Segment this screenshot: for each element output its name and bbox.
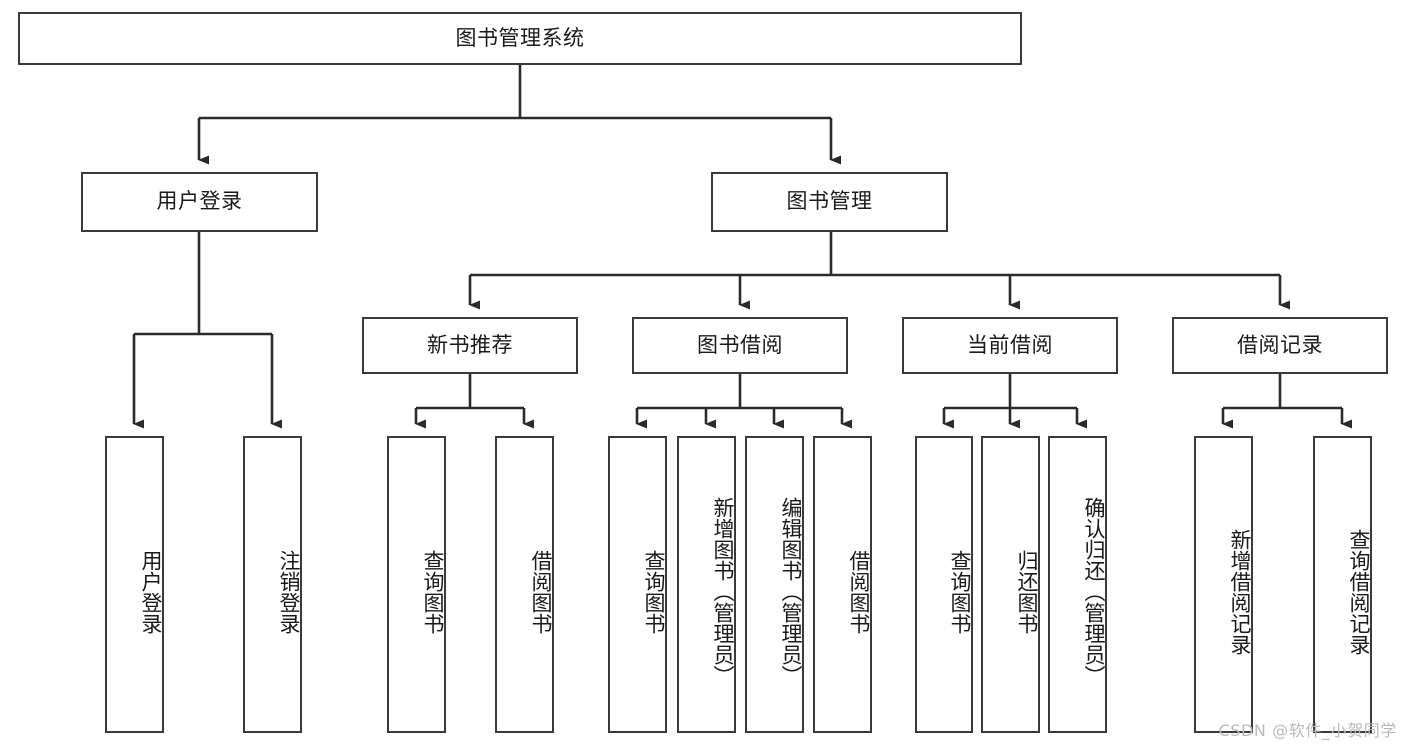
leaf-book-borrow-add[interactable]: 新增图书（管理员）	[677, 436, 736, 733]
node-label: 图书管理系统	[455, 25, 585, 50]
node-label: 借阅图书	[847, 549, 871, 634]
leaf-new-book-query[interactable]: 查询图书	[387, 436, 446, 733]
node-label: 查询图书	[948, 549, 972, 634]
node-label: 归还图书	[1015, 549, 1039, 634]
node-new-book-recommend[interactable]: 新书推荐	[362, 317, 578, 374]
node-label: 查询图书	[642, 549, 666, 634]
node-label: 确认归还（管理员）	[1082, 497, 1106, 686]
node-label: 当前借阅	[967, 332, 1053, 357]
node-label: 注销登录	[277, 549, 301, 634]
node-label: 查询图书	[421, 549, 445, 634]
node-label: 借阅记录	[1237, 332, 1323, 357]
leaf-current-borrow-return[interactable]: 归还图书	[981, 436, 1040, 733]
node-label: 图书借阅	[697, 332, 783, 357]
leaf-book-borrow-edit[interactable]: 编辑图书（管理员）	[745, 436, 804, 733]
node-current-borrow[interactable]: 当前借阅	[902, 317, 1118, 374]
node-book-management[interactable]: 图书管理	[711, 172, 948, 232]
node-user-login[interactable]: 用户登录	[81, 172, 318, 232]
node-label: 用户登录	[156, 189, 243, 214]
leaf-book-borrow-query[interactable]: 查询图书	[608, 436, 667, 733]
node-label: 新增图书（管理员）	[711, 497, 735, 686]
node-book-borrow[interactable]: 图书借阅	[632, 317, 848, 374]
node-root-book-management-system[interactable]: 图书管理系统	[18, 12, 1022, 65]
leaf-borrow-record-add[interactable]: 新增借阅记录	[1194, 436, 1253, 733]
leaf-borrow-record-query[interactable]: 查询借阅记录	[1313, 436, 1372, 733]
leaf-user-login-logout[interactable]: 注销登录	[243, 436, 302, 733]
node-label: 新增借阅记录	[1228, 528, 1252, 655]
leaf-current-borrow-confirm-return[interactable]: 确认归还（管理员）	[1048, 436, 1107, 733]
leaf-book-borrow-borrow[interactable]: 借阅图书	[813, 436, 872, 733]
node-label: 查询借阅记录	[1347, 528, 1371, 655]
node-label: 用户登录	[139, 549, 163, 634]
leaf-new-book-borrow[interactable]: 借阅图书	[495, 436, 554, 733]
node-label: 图书管理	[786, 189, 873, 214]
node-borrow-record[interactable]: 借阅记录	[1172, 317, 1388, 374]
node-label: 新书推荐	[427, 332, 513, 357]
leaf-current-borrow-query[interactable]: 查询图书	[915, 436, 973, 733]
node-label: 借阅图书	[529, 549, 553, 634]
leaf-user-login-login[interactable]: 用户登录	[105, 436, 164, 733]
node-label: 编辑图书（管理员）	[779, 497, 803, 686]
